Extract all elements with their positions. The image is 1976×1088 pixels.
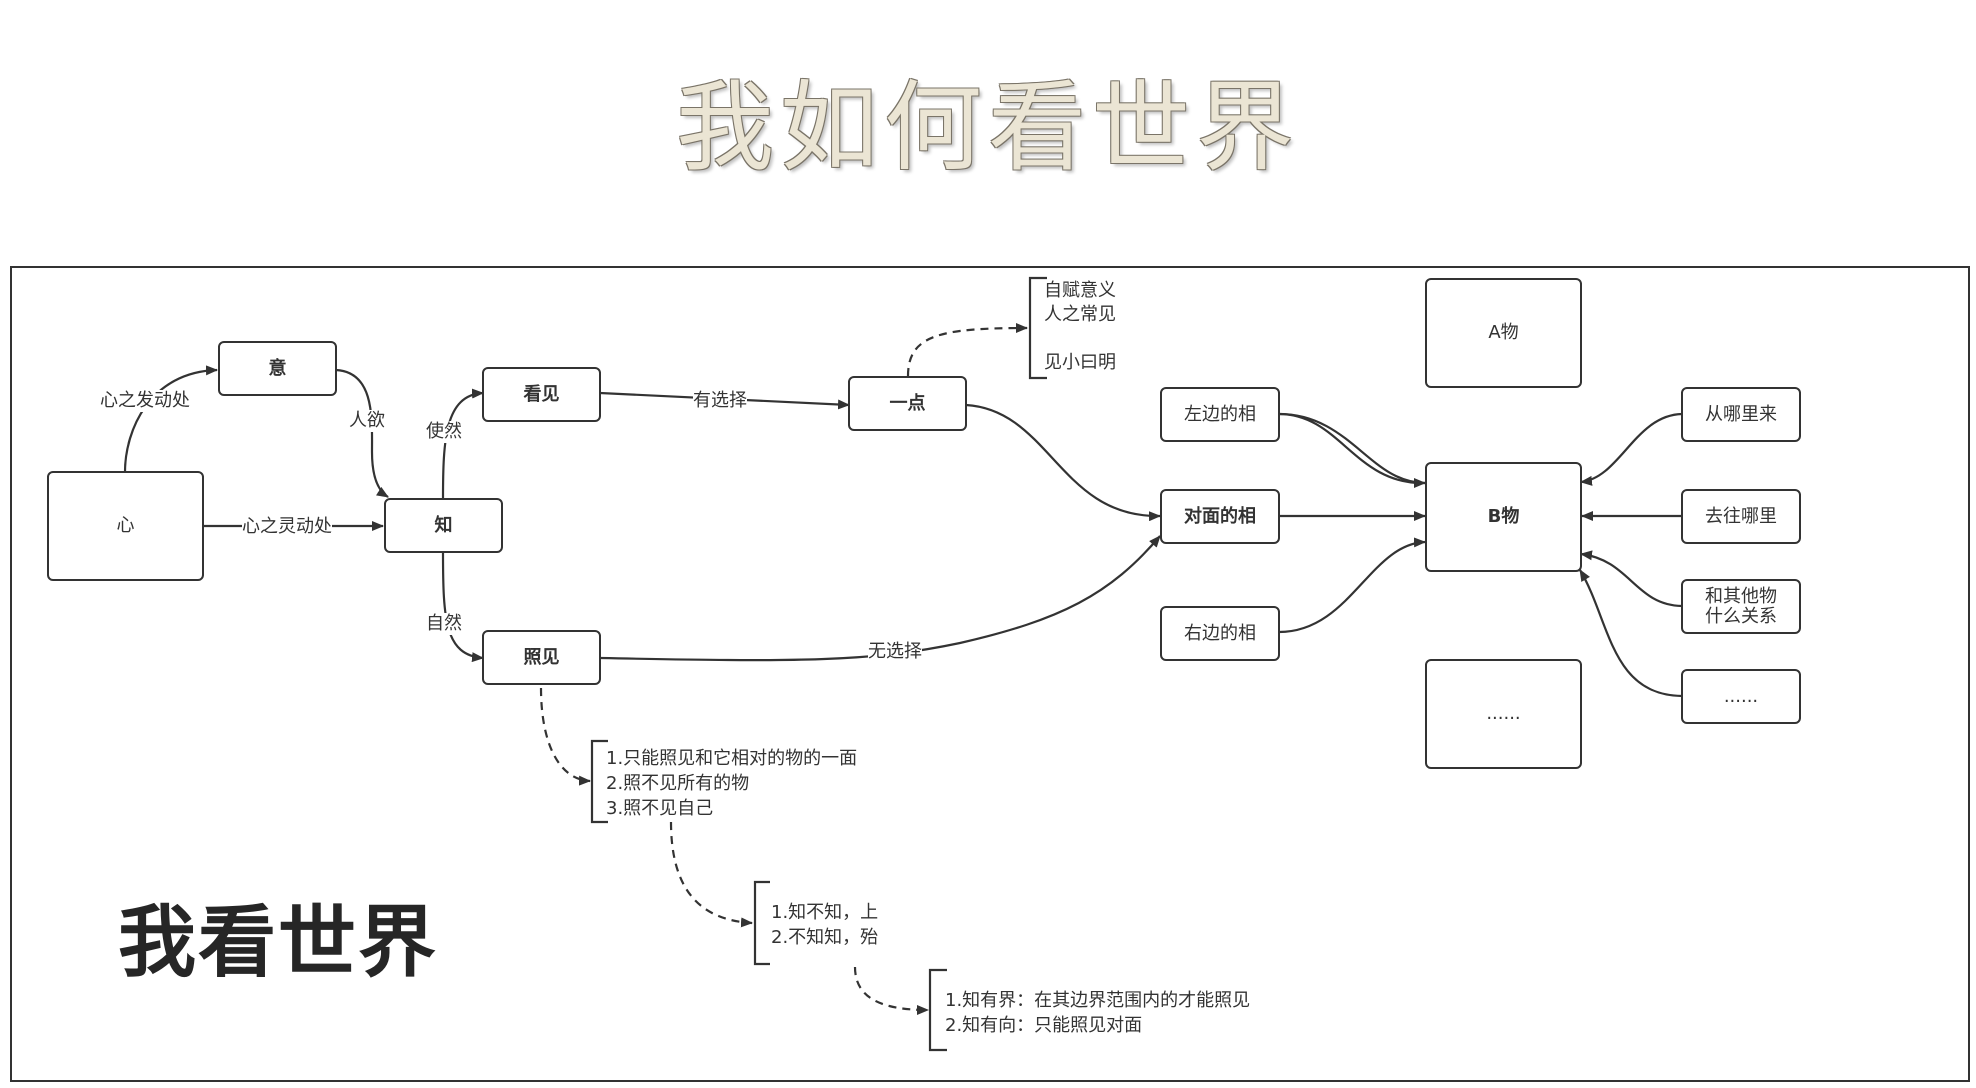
edge-label-shiran: 使然	[426, 421, 462, 443]
note-yidian: 自赋意义 人之常见 见小曰明	[1044, 280, 1116, 373]
edge-label-renyu: 人欲	[349, 410, 385, 432]
edge-qita-b	[1580, 550, 1683, 608]
edge-yidian-duimian	[965, 403, 1161, 522]
edge-xin-yi	[123, 365, 218, 473]
edge-label-ziran: 自然	[426, 613, 462, 635]
node-dots-box: ......	[1425, 659, 1582, 769]
node-youbian: 右边的相	[1160, 606, 1280, 661]
node-qu-nali: 去往哪里	[1681, 489, 1801, 544]
node-dots-right: ......	[1681, 669, 1801, 724]
bracket-zhibuzhi-note	[753, 880, 770, 966]
node-yidian: 一点	[848, 376, 967, 431]
edge-zuobian-duimian	[1278, 412, 1426, 485]
edge-zhaojian-duimian	[599, 535, 1161, 662]
node-kanjian: 看见	[482, 367, 601, 422]
edge-label-xin-fadong: 心之发动处	[100, 390, 190, 412]
big-title: 我看世界	[118, 898, 439, 988]
edge-cong-b	[1580, 412, 1683, 486]
page-title: 我如何看世界	[675, 71, 1300, 185]
node-a-wu: A物	[1425, 278, 1582, 388]
bracket-zhiyoujie-note	[928, 968, 947, 1052]
node-yi: 意	[218, 341, 337, 396]
edge-youbian-b	[1278, 537, 1426, 634]
node-cong-nali: 从哪里来	[1681, 387, 1801, 442]
edge-note-zhibuzhi	[669, 821, 753, 928]
edge-label-you-xuanze: 有选择	[693, 390, 747, 412]
note-zhibuzhi: 1.知不知，上 2.不知知，殆	[771, 902, 879, 948]
edge-zhi-kanjian	[441, 388, 484, 500]
edge-zhaojian-note	[539, 687, 591, 786]
node-zhi: 知	[384, 498, 503, 553]
edge-zhi-zhaojian	[441, 551, 484, 663]
note-zhiyoujie: 1.知有界：在其边界范围内的才能照见 2.知有向：只能照见对面	[945, 990, 1251, 1036]
node-xin: 心	[47, 471, 204, 581]
node-b-wu: B物	[1425, 462, 1582, 572]
edge-zhibuzhi-zhiyoujie	[853, 966, 929, 1015]
edge-label-wu-xuanze: 无选择	[868, 641, 922, 663]
bracket-zhaojian-note	[590, 739, 608, 824]
node-he-qita: 和其他物 什么关系	[1681, 579, 1801, 634]
bracket-yidian-note	[1028, 276, 1047, 380]
node-zhaojian: 照见	[482, 630, 601, 685]
edge-yi-zhi	[335, 368, 389, 498]
diagram-frame	[10, 266, 1970, 1082]
edge-zuobian-b	[1278, 412, 1426, 488]
edge-dots-b	[1579, 569, 1683, 698]
node-zuobian: 左边的相	[1160, 387, 1280, 442]
edge-yidian-note	[906, 323, 1028, 377]
edge-label-xin-lingdong: 心之灵动处	[242, 516, 332, 538]
note-zhaojian: 1.只能照见和它相对的物的一面 2.照不见所有的物 3.照不见自己	[606, 748, 858, 819]
node-duimian: 对面的相	[1160, 489, 1280, 544]
